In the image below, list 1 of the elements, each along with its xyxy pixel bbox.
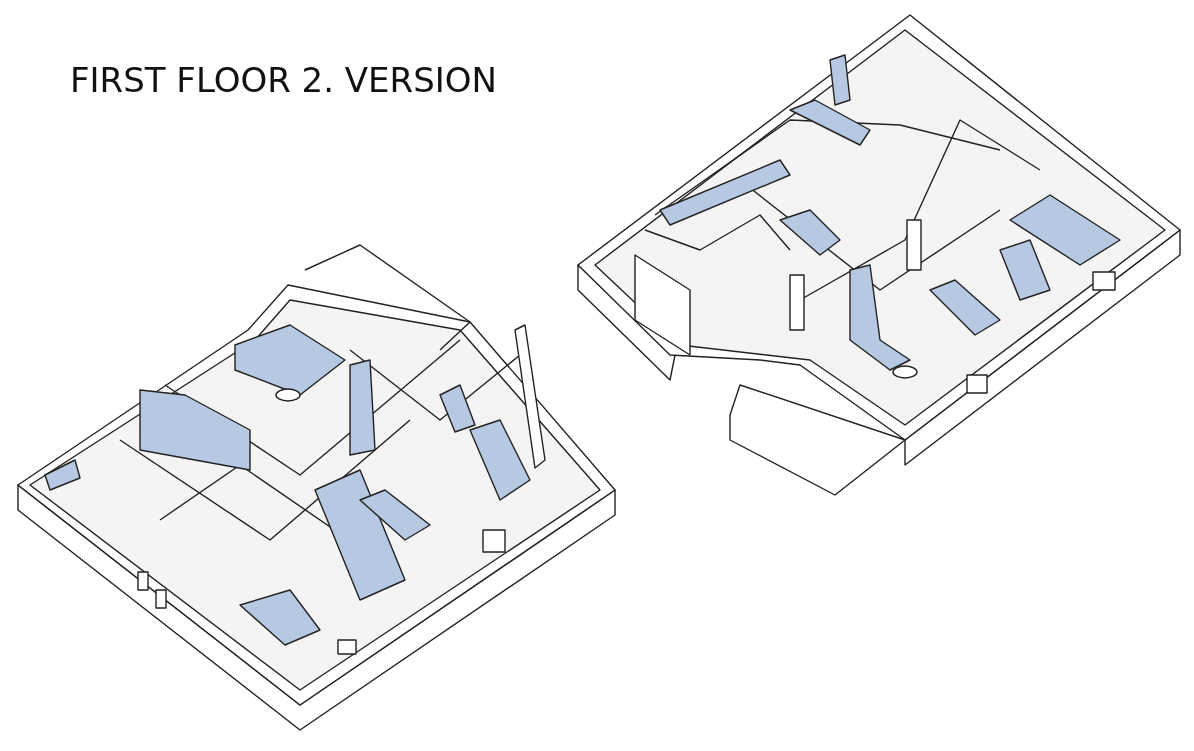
drawing-title: FIRST FLOOR 2. VERSION	[70, 60, 498, 100]
